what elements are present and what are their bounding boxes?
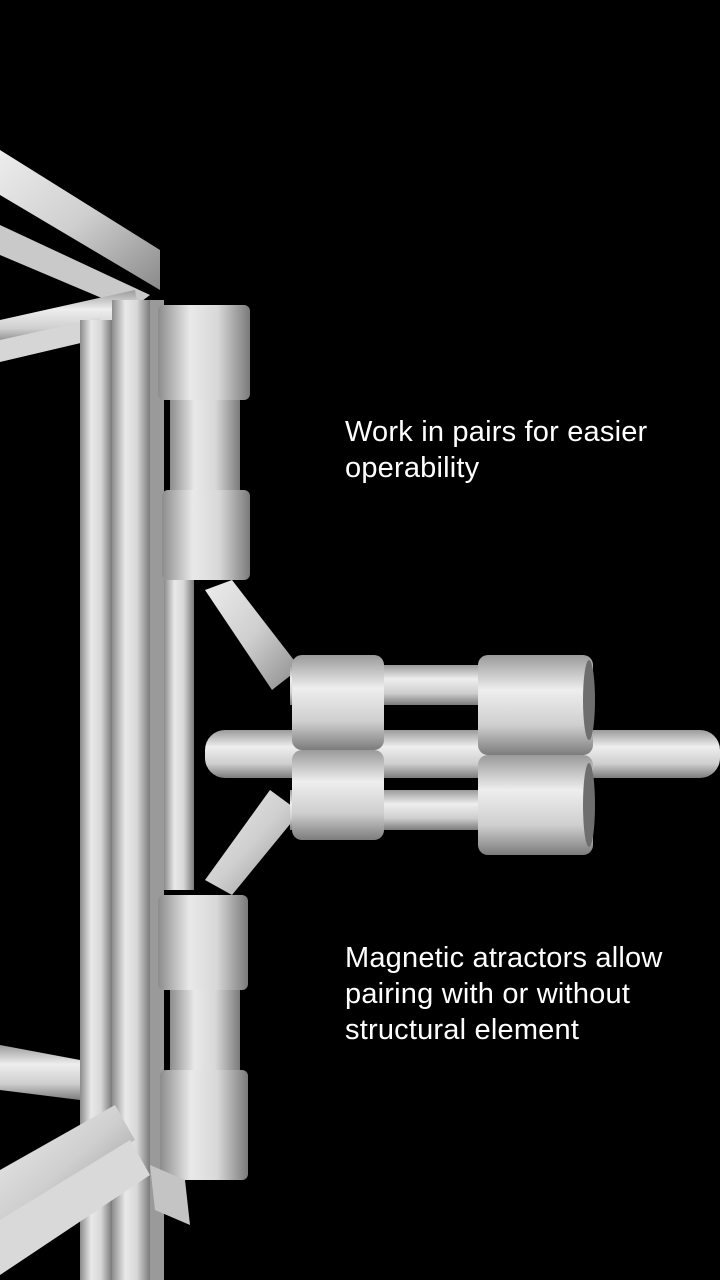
coupler-left-bottom (292, 750, 384, 840)
caption-pairs-operability: Work in pairs for easier operability (345, 416, 648, 484)
frame-beam-bottom-diag (0, 1105, 135, 1225)
coupler-right-top (478, 655, 593, 755)
frame-beam-top (0, 150, 160, 290)
upper-hinge (158, 305, 250, 580)
frame-beam-bottom-diag-2 (0, 1140, 150, 1275)
frame-beam-top-back (0, 225, 150, 310)
horizontal-assembly (205, 655, 720, 855)
frame-beam-bottom (0, 1045, 80, 1100)
vertical-posts (80, 300, 194, 1280)
upper-frame (0, 150, 160, 362)
frame-beam-cross (0, 290, 140, 345)
arm-upper (205, 580, 300, 690)
frame-beam-bottom-end (150, 1165, 190, 1225)
lower-hinge (158, 895, 248, 1180)
diagonal-arms (205, 580, 300, 895)
rod-main (205, 730, 720, 778)
post-right (150, 300, 164, 1280)
frame-beam-cross-lower (0, 318, 102, 362)
coupler-right-bottom (478, 755, 593, 855)
coupler-left-top (292, 655, 384, 750)
caption-magnetic-attractors: Magnetic atractors allow pairing with or… (345, 942, 663, 1046)
lower-frame (0, 1045, 190, 1275)
post-pin (164, 560, 194, 890)
arm-lower (205, 790, 300, 895)
